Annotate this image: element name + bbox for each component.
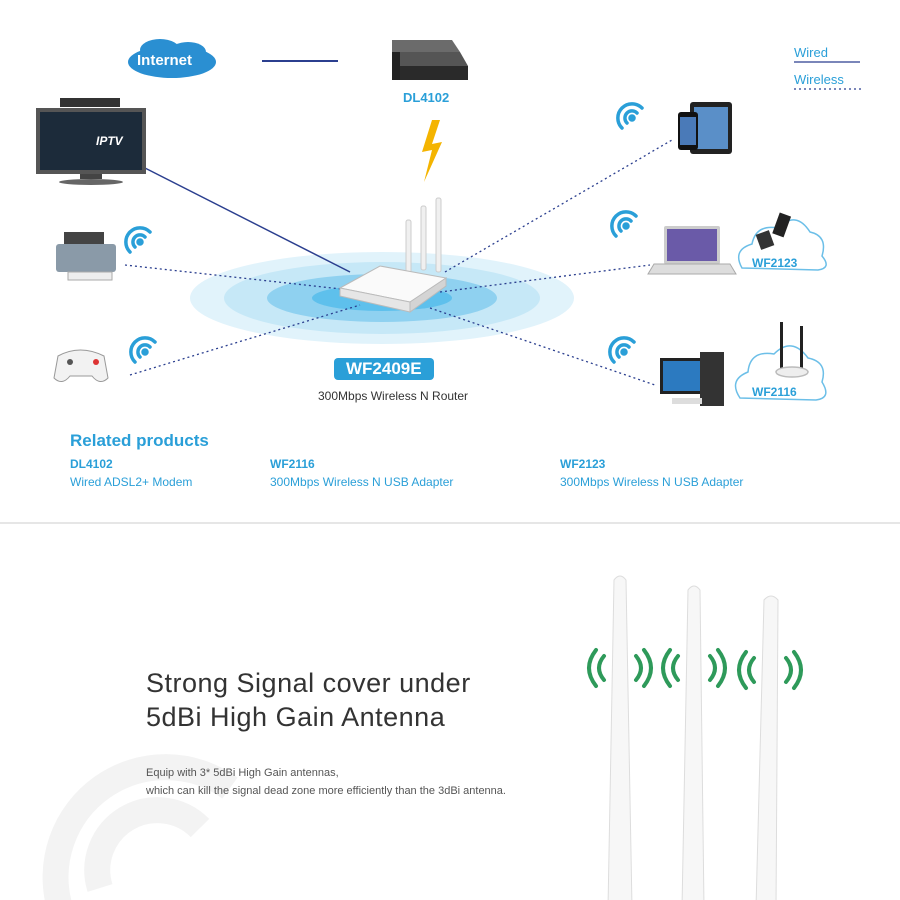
- antenna-feature-section: Strong Signal cover under 5dBi High Gain…: [0, 528, 900, 900]
- related-product-dl4102[interactable]: DL4102 Wired ADSL2+ Modem: [70, 457, 192, 489]
- router-icon: [338, 197, 448, 313]
- wireless-line-gamepad: [129, 304, 361, 376]
- tv-icon: [36, 98, 146, 185]
- feature-body: Equip with 3* 5dBi High Gain antennas, w…: [146, 764, 506, 800]
- feature-heading-line1: Strong Signal cover under: [146, 668, 471, 698]
- gamepad-icon: [53, 349, 109, 382]
- related-product-desc: Wired ADSL2+ Modem: [70, 475, 193, 489]
- diagram-graphics: [36, 39, 862, 406]
- tablet-phone-icon: [678, 102, 732, 154]
- adapter-cloud-wf2116: [734, 322, 827, 401]
- wf2123-label: WF2123: [752, 256, 798, 270]
- internet-label: Internet: [137, 52, 193, 69]
- modem-icon: [392, 40, 468, 80]
- feature-heading: Strong Signal cover under 5dBi High Gain…: [146, 666, 471, 734]
- modem-label: DL4102: [403, 90, 450, 105]
- wireless-line-tablet: [444, 139, 673, 273]
- related-product-desc: 300Mbps Wireless N USB Adapter: [560, 475, 744, 489]
- related-product-name: DL4102: [70, 457, 113, 471]
- internet-cloud-icon: [128, 39, 216, 78]
- adapter-cloud-wf2123: [737, 212, 827, 271]
- antenna-icons: [607, 575, 779, 900]
- feature-body-line1: Equip with 3* 5dBi High Gain antennas,: [146, 767, 339, 779]
- related-product-desc: 300Mbps Wireless N USB Adapter: [270, 475, 454, 489]
- related-product-wf2116[interactable]: WF2116 300Mbps Wireless N USB Adapter: [270, 457, 453, 489]
- signal-wave-icons: [587, 648, 803, 690]
- watermark-signal-icon: [42, 754, 238, 900]
- lightning-icon: [422, 120, 442, 182]
- related-products-title: Related products: [70, 431, 209, 450]
- printer-icon: [56, 232, 116, 281]
- wifi-icons: [124, 102, 644, 364]
- laptop-icon: [647, 226, 737, 275]
- wired-line-iptv: [142, 166, 351, 273]
- related-product-wf2123[interactable]: WF2123 300Mbps Wireless N USB Adapter: [560, 457, 743, 489]
- related-product-name: WF2116: [270, 457, 315, 471]
- desktop-icon: [660, 352, 724, 406]
- related-product-name: WF2123: [560, 457, 606, 471]
- feature-graphics: [42, 575, 803, 900]
- legend-wired: Wired: [794, 45, 828, 60]
- wireless-line-laptop: [439, 264, 651, 293]
- iptv-label: IPTV: [96, 134, 123, 148]
- legend-wireless: Wireless: [794, 72, 844, 87]
- network-diagram-section: Internet DL4102 IPTV WF2409E 300Mbps Wir…: [0, 39, 900, 524]
- feature-body-line2: which can kill the signal dead zone more…: [146, 785, 506, 797]
- feature-heading-line2: 5dBi High Gain Antenna: [146, 702, 446, 732]
- router-model-badge: WF2409E: [334, 358, 434, 380]
- wf2116-label: WF2116: [752, 385, 797, 399]
- router-description: 300Mbps Wireless N Router: [318, 389, 469, 403]
